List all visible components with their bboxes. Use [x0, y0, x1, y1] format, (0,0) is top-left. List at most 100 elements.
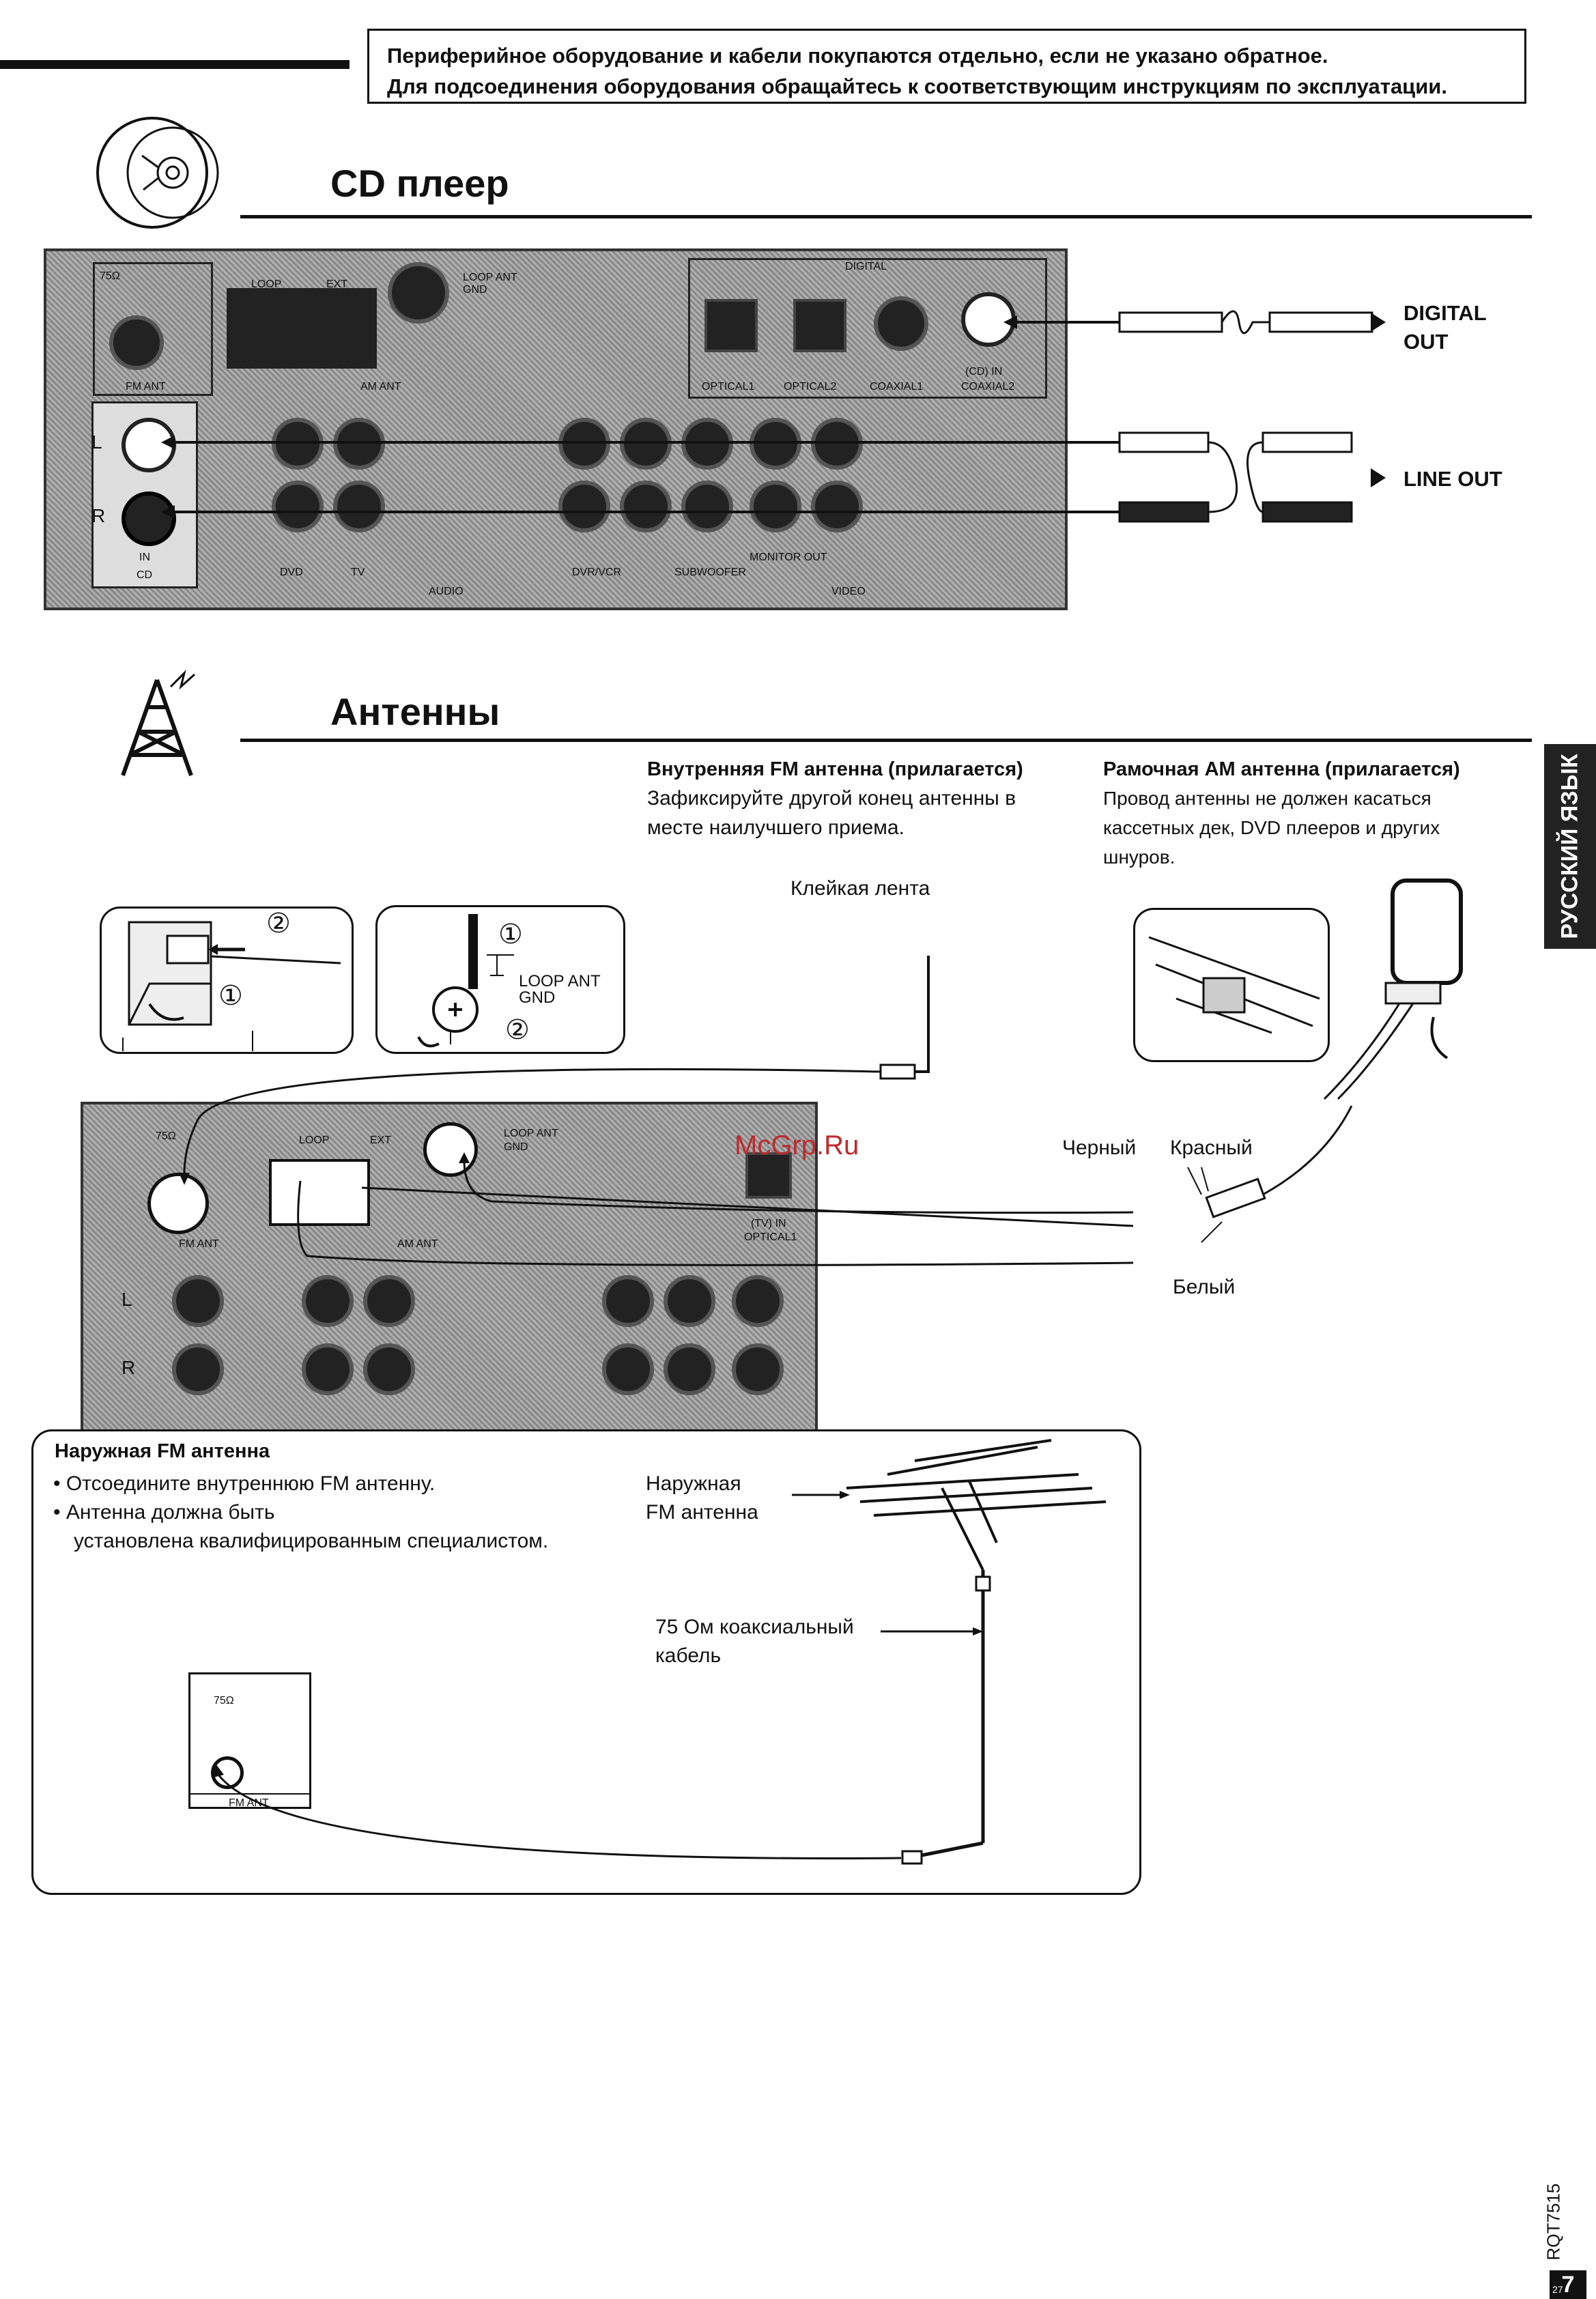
outdoor-antenna-drawing [792, 1439, 1107, 1865]
ant-dvr-in-l-jack[interactable] [664, 1275, 715, 1327]
fm-ant-label: FM ANT [126, 381, 166, 392]
cd-section-title: CD плеер [330, 162, 509, 205]
coax-cable-label-1: 75 Ом коаксиальный [655, 1616, 854, 1638]
outdoor-fm-callout [31, 1429, 1141, 1895]
coaxial1-label: COAXIAL1 [870, 381, 924, 392]
page-number: 7 [1561, 2272, 1575, 2298]
language-side-tab: РУССКИЙ ЯЗЫК [1544, 744, 1596, 949]
loop-ant-gnd-label: LOOP ANT GND [463, 272, 517, 296]
outdoor-ohm-label: 75Ω [214, 1695, 234, 1707]
optical2-label: OPTICAL2 [784, 381, 837, 392]
ant-am-label: AM ANT [397, 1238, 438, 1250]
line-out-label: LINE OUT [1403, 467, 1502, 491]
subwoofer-label: SUBWOOFER [674, 567, 746, 578]
coax-cable-label-2: кабель [655, 1644, 722, 1667]
am-loop-label: LOOP [251, 279, 282, 290]
coaxial2-jack[interactable] [961, 292, 1016, 347]
gnd-step-1: ① [498, 919, 523, 949]
tv-in-r-jack[interactable] [333, 481, 385, 532]
outdoor-antenna-label-1: Наружная [646, 1472, 741, 1495]
notice-line-2: Для подсоединения оборудования обращайте… [387, 74, 1447, 98]
dvr-in-r-jack[interactable] [620, 481, 672, 532]
outdoor-cable-route [213, 1764, 902, 1859]
white-wire-label: Белый [1173, 1276, 1236, 1298]
cd-in-r-jack[interactable] [122, 491, 176, 546]
ant-fm-jack[interactable] [147, 1173, 209, 1234]
gnd-step-2: ② [505, 1015, 530, 1045]
model-number-text: RQT7515 [1543, 2183, 1564, 2261]
ant-panel-jack-2[interactable] [172, 1343, 224, 1395]
ant-tv-l-jack[interactable] [363, 1275, 415, 1327]
outdoor-antenna-label-2: FM антенна [646, 1501, 758, 1524]
ant-loop-gnd-screw[interactable] [423, 1122, 478, 1177]
optical1-port[interactable] [704, 299, 758, 352]
ant-fm-label: FM ANT [179, 1238, 219, 1250]
fm-antenna-jack[interactable] [109, 315, 164, 370]
ant-optical1-port[interactable] [745, 1152, 792, 1199]
notice-box: Периферийное оборудование и кабели покуп… [367, 29, 1526, 104]
subwoofer-out-jack[interactable] [681, 481, 733, 532]
model-number: RQT7515 [1533, 2177, 1574, 2266]
ant-dvr-in-r-jack[interactable] [664, 1343, 715, 1395]
antenna-tower-icon [109, 666, 212, 782]
ant-l-label: L [122, 1289, 132, 1310]
dvr-out-r-jack[interactable] [558, 481, 610, 532]
am-ext-label: EXT [326, 279, 348, 290]
monitor-out-jack[interactable] [750, 481, 801, 532]
ant-tv-r-jack[interactable] [363, 1343, 415, 1395]
am-terminal-callout [100, 906, 354, 1054]
digital-block [688, 258, 1047, 399]
digital-label: DIGITAL [845, 261, 887, 272]
ant-video-jack[interactable] [732, 1275, 784, 1327]
antenna-rear-panel: 75Ω FM ANT LOOP EXT AM ANT LOOP ANT GND … [81, 1102, 818, 1433]
cd-disc-icon [81, 115, 224, 231]
indoor-fm-text-1: Зафиксируйте другой конец антенны в [647, 787, 1016, 810]
ant-dvr-out-l-jack[interactable] [602, 1275, 654, 1327]
cd-in-label: (CD) IN [965, 366, 1003, 377]
red-wire-label: Красный [1170, 1137, 1253, 1159]
am-loop-ext-terminal[interactable] [227, 288, 377, 369]
outdoor-fm-title: Наружная FM антенна [55, 1440, 270, 1462]
watermark: McGrp.Ru [735, 1130, 859, 1160]
outdoor-bullet-2b: установлена квалифицированным специалист… [74, 1530, 549, 1552]
ant-dvd-r-jack[interactable] [302, 1343, 354, 1395]
optical2-port[interactable] [793, 299, 846, 352]
optical1-label: OPTICAL1 [702, 381, 755, 392]
ohm-label: 75Ω [100, 270, 120, 282]
outdoor-fm-jack[interactable] [211, 1756, 244, 1789]
coaxial1-jack[interactable] [874, 296, 928, 351]
loop-am-text-3: шнуров. [1103, 846, 1175, 868]
cd-in-text: IN [139, 552, 150, 563]
ant-dvd-l-jack[interactable] [302, 1275, 354, 1327]
outdoor-bullet-2: • Антенна должна быть [53, 1501, 275, 1524]
loop-ant-gnd-screw[interactable] [388, 262, 449, 324]
am-ant-label: AM ANT [360, 381, 401, 392]
ant-subwoofer-jack[interactable] [732, 1343, 784, 1395]
black-wire-label: Черный [1062, 1137, 1137, 1159]
ant-r-label: R [122, 1357, 136, 1378]
cd-r-label: R [91, 505, 106, 526]
indoor-fm-title: Внутренняя FM антенна (прилагается) [647, 758, 1023, 780]
antenna-section-rule [240, 739, 1532, 742]
ant-panel-jack-1[interactable] [172, 1275, 224, 1327]
indoor-fm-description: Внутренняя FM антенна (прилагается) Зафи… [647, 755, 1070, 842]
loop-am-callout [1133, 908, 1330, 1062]
loop-am-title: Рамочная AM антенна (прилагается) [1103, 758, 1460, 780]
notice-line-1: Периферийное оборудование и кабели покуп… [387, 44, 1328, 68]
dvd-label: DVD [280, 567, 303, 578]
loop-am-antenna [1323, 879, 1463, 1100]
indoor-fm-text-2: месте наилучшего приема. [647, 816, 904, 839]
am-step-1: ① [218, 981, 243, 1011]
tv-video-in-jack[interactable] [811, 481, 863, 532]
ant-dvr-out-r-jack[interactable] [602, 1343, 654, 1395]
ant-am-terminal[interactable] [269, 1159, 370, 1226]
am-step-2: ② [266, 909, 291, 939]
loop-am-text-1: Провод антенны не должен касаться [1103, 788, 1431, 809]
antenna-wiring [122, 956, 1353, 1266]
tape-label: Клейкая лента [790, 877, 930, 900]
outdoor-fm-label: FM ANT [229, 1797, 269, 1809]
ant-tv-in-label: (TV) IN [751, 1218, 786, 1229]
loop-am-description: Рамочная AM антенна (прилагается) Провод… [1103, 755, 1513, 872]
dvd-in-r-jack[interactable] [272, 481, 324, 532]
callout-gnd-label: GND [519, 988, 556, 1007]
